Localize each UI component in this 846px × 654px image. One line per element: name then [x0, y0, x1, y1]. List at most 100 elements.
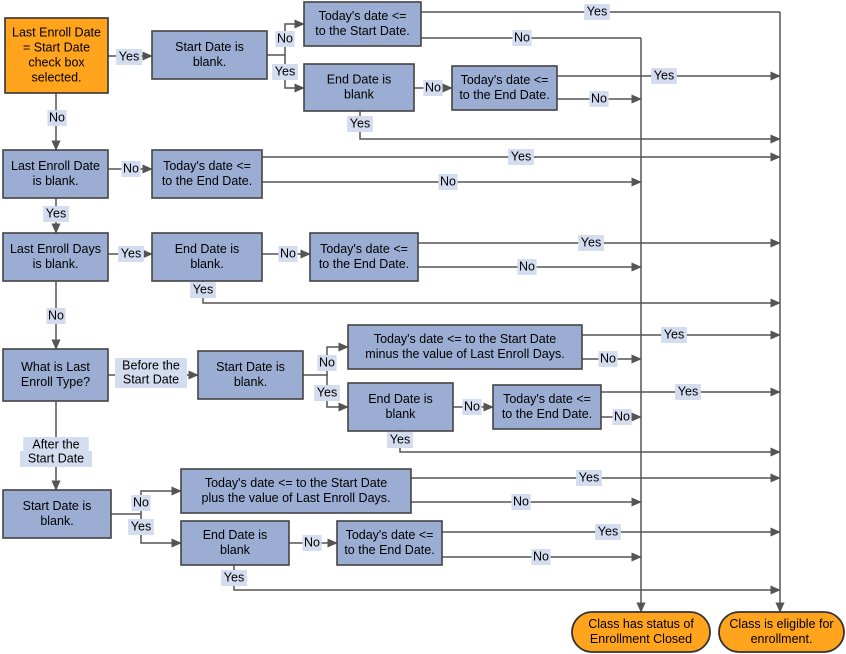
- edge-label-highlight: [595, 524, 621, 540]
- edge-label-text: Yes: [350, 116, 370, 130]
- edge-label-text: No: [304, 535, 320, 549]
- node-label-line: Today's date <=: [503, 392, 591, 406]
- edge-label-highlight: [387, 432, 413, 448]
- edge-label: Yes: [661, 327, 687, 343]
- node-label-line: Class has status of: [588, 617, 694, 631]
- node-shape: [492, 384, 602, 430]
- node-label-line: blank: [386, 407, 417, 421]
- node-shape: [180, 468, 412, 514]
- edge-label-highlight: [121, 161, 141, 177]
- node-shape: [2, 348, 109, 402]
- edge-label-text: No: [440, 174, 456, 188]
- edge-label-text: Yes: [224, 570, 244, 584]
- edge-label: No: [423, 80, 443, 96]
- edge-label-text: No: [519, 259, 535, 273]
- edge-label-highlight: [221, 570, 247, 586]
- edge-label-text: Yes: [654, 68, 674, 82]
- edge-label: Yes: [595, 524, 621, 540]
- edge-label-highlight: [589, 91, 609, 107]
- edge-label-text: Yes: [587, 4, 607, 18]
- edge-label-text: No: [277, 31, 293, 45]
- flow-edge: [399, 431, 781, 457]
- node-label-line: blank.: [190, 257, 223, 271]
- node-shape: [2, 232, 109, 282]
- edge-label: No: [511, 494, 531, 510]
- edge-label: No: [598, 351, 618, 367]
- edge-label-highlight: [531, 549, 551, 565]
- node-label-line: to the End Date.: [459, 88, 549, 102]
- node-label-line: blank.: [40, 514, 73, 528]
- node-label-line: Start Date is: [216, 360, 285, 374]
- node-shape: [336, 520, 443, 566]
- edge-label-text: Start Date: [28, 451, 84, 465]
- edge-label-highlight: [20, 451, 92, 467]
- edge-label: No: [46, 308, 66, 324]
- node-shape: [151, 30, 268, 80]
- edge-label-text: Yes: [511, 149, 531, 163]
- node-label-line: blank.: [234, 375, 267, 389]
- edge-label-highlight: [612, 409, 632, 425]
- edge-label-text: Before the: [122, 358, 180, 372]
- edge-label-text: No: [49, 110, 65, 124]
- node-shape: [571, 611, 711, 653]
- edge-label-highlight: [272, 64, 298, 80]
- edge-label: Yes: [128, 519, 154, 535]
- edge-label-highlight: [278, 246, 298, 262]
- node-label-line: Today's date <= to the Start Date: [374, 332, 556, 346]
- decision-node: Today's date <=to the End Date.: [492, 384, 602, 430]
- edge-label-highlight: [128, 519, 154, 535]
- edge-label: No: [512, 30, 532, 46]
- edge-label-text: No: [513, 494, 529, 508]
- edge-label-text: Yes: [275, 64, 295, 78]
- edge-label-text: Yes: [579, 470, 599, 484]
- node-label-line: to the End Date.: [319, 257, 409, 271]
- edge-label: No: [131, 495, 151, 511]
- edge-label-highlight: [317, 355, 337, 371]
- node-label-line: End Date is: [203, 528, 268, 542]
- edge-label: No: [278, 246, 298, 262]
- node-shape: [4, 17, 109, 94]
- edge-label-highlight: [23, 437, 89, 453]
- edge-label-text: Yes: [121, 246, 141, 260]
- edge-label: No: [531, 549, 551, 565]
- node-label-line: Enroll Type?: [21, 375, 90, 389]
- edge-label-text: Yes: [317, 385, 337, 399]
- node-label-line: is blank.: [33, 257, 79, 271]
- node-label-line: minus the value of Last Enroll Days.: [365, 347, 564, 361]
- edge-label-text: Yes: [193, 282, 213, 296]
- edge-label-text: Yes: [119, 49, 139, 63]
- edge-label: No: [121, 161, 141, 177]
- edge-label: Yes: [221, 570, 247, 586]
- decision-node: Today's date <=to the End Date.: [451, 65, 558, 111]
- edge-label-text: No: [319, 355, 335, 369]
- node-label-line: to the Start Date.: [315, 24, 410, 38]
- edge-label-text: No: [514, 30, 530, 44]
- edge-label-highlight: [423, 80, 443, 96]
- edge-label-highlight: [675, 384, 701, 400]
- edge-label-text: No: [591, 91, 607, 105]
- node-label-line: blank: [344, 87, 375, 101]
- edge-label-text: No: [133, 495, 149, 509]
- edge-label-highlight: [517, 259, 537, 275]
- edge-label-highlight: [275, 31, 295, 47]
- node-label-line: plus the value of Last Enroll Days.: [202, 491, 391, 505]
- edge-label: Yes: [116, 49, 142, 65]
- edge-label-text: Yes: [598, 524, 618, 538]
- node-label-line: End Date is: [327, 72, 392, 86]
- node-label-line: is blank.: [33, 174, 79, 188]
- edge-label-highlight: [512, 30, 532, 46]
- node-label-line: Enrollment Closed: [590, 632, 692, 646]
- edge-label-text: Start Date: [123, 372, 179, 386]
- node-shape: [197, 350, 304, 400]
